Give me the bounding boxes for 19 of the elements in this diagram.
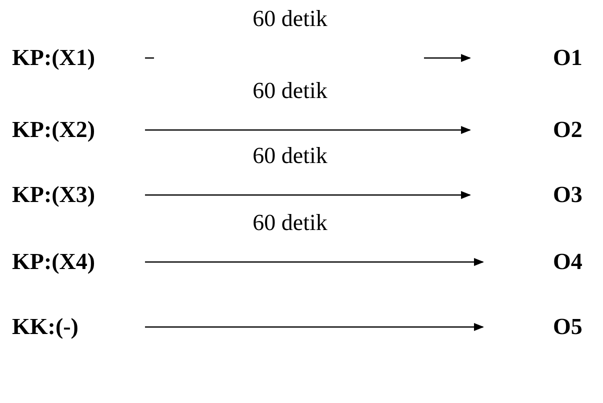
arrow — [145, 54, 471, 62]
node-label: KP:(X1) — [12, 44, 96, 72]
node-label: KP:(X2) — [12, 116, 96, 144]
edge-label: 60 detik — [252, 143, 328, 169]
edge-label: 60 detik — [252, 6, 328, 32]
node-label: O1 — [553, 44, 582, 72]
node-label: O3 — [553, 181, 582, 209]
node-label: O5 — [553, 313, 582, 341]
node-label: O4 — [553, 248, 582, 276]
arrow — [145, 323, 484, 331]
edge-label: 60 detik — [252, 210, 328, 236]
arrow — [145, 258, 484, 266]
node-label: O2 — [553, 116, 582, 144]
node-label: KK:(-) — [12, 313, 78, 341]
arrow — [145, 126, 471, 134]
edge-label: 60 detik — [252, 78, 328, 104]
arrow — [145, 191, 471, 199]
node-label: KP:(X4) — [12, 248, 96, 276]
node-label: KP:(X3) — [12, 181, 96, 209]
